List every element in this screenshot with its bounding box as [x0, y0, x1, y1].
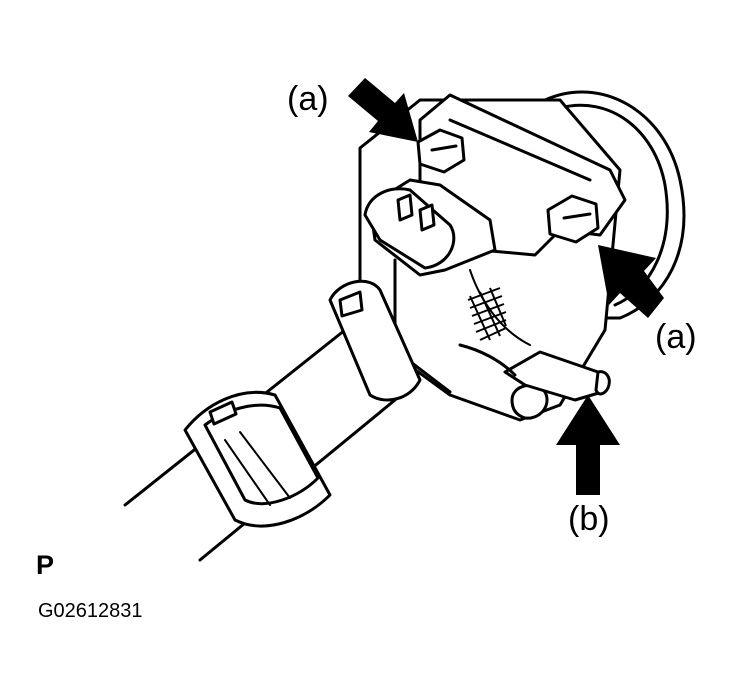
- bolt-upper-left: [416, 128, 466, 174]
- view-letter: P: [36, 550, 55, 580]
- mesh-screen: [467, 287, 507, 341]
- bolt-right: [546, 194, 600, 244]
- arrow-to-bolt-upper-left: [348, 78, 418, 142]
- arrow-to-hose: [556, 395, 620, 495]
- arrow-to-bolt-right: [598, 245, 664, 318]
- callout-bolt-right: (a): [655, 318, 697, 356]
- hose-nipple: [458, 343, 611, 420]
- callout-hose: (b): [568, 500, 610, 538]
- shaft-flange: [328, 279, 422, 402]
- hose-clamp: [183, 390, 332, 528]
- figure-code: G02612831: [38, 600, 143, 622]
- callout-bolt-upper-left: (a): [287, 80, 329, 118]
- sensor-connector: [363, 178, 497, 277]
